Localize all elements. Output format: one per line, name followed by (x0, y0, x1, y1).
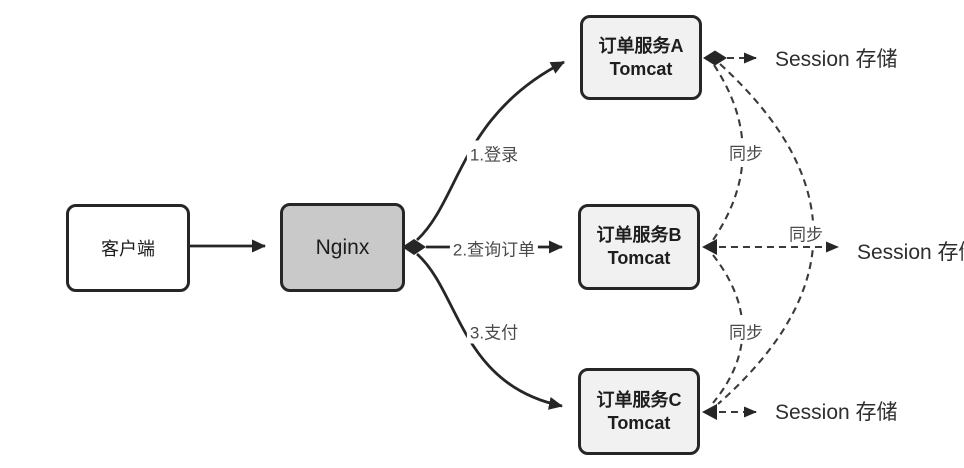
node-service-b: 订单服务B Tomcat (578, 204, 700, 290)
node-service-b-title: 订单服务B (596, 225, 682, 245)
service-b-left-arrowhead (702, 239, 717, 255)
node-nginx: Nginx (280, 203, 405, 292)
node-nginx-label: Nginx (315, 235, 370, 259)
sync-label-b-c: 同步 (726, 318, 766, 344)
node-service-c-title: 订单服务C (596, 389, 682, 410)
node-service-a-title: 订单服务A (598, 35, 684, 56)
node-service-a: 订单服务A Tomcat (580, 15, 702, 100)
sync-curve-a-b (712, 64, 744, 241)
service-a-diamond-connector (703, 50, 727, 66)
session-store-label-c: Session 存储 (775, 401, 898, 424)
node-service-c-subtitle: Tomcat (607, 412, 671, 433)
node-client-label: 客户端 (101, 239, 155, 259)
sync-curve-a-c (717, 63, 815, 405)
node-service-a-subtitle: Tomcat (609, 58, 673, 79)
session-store-label-b: Session 存储 (857, 241, 964, 264)
sync-label-b-session: 同步 (786, 220, 826, 246)
sync-label-a-b: 同步 (726, 139, 766, 165)
node-client: 客户端 (66, 204, 190, 292)
edge-label-pay: 3.支付 (466, 318, 522, 344)
service-c-left-arrowhead (702, 404, 717, 420)
node-service-b-subtitle: Tomcat (607, 248, 671, 268)
session-store-label-a: Session 存储 (775, 48, 898, 71)
nginx-diamond-connector (402, 239, 426, 255)
node-service-c: 订单服务C Tomcat (578, 368, 700, 455)
edge-label-login: 1.登录 (466, 140, 522, 166)
edge-label-query-order: 2.查询订单 (449, 235, 539, 261)
